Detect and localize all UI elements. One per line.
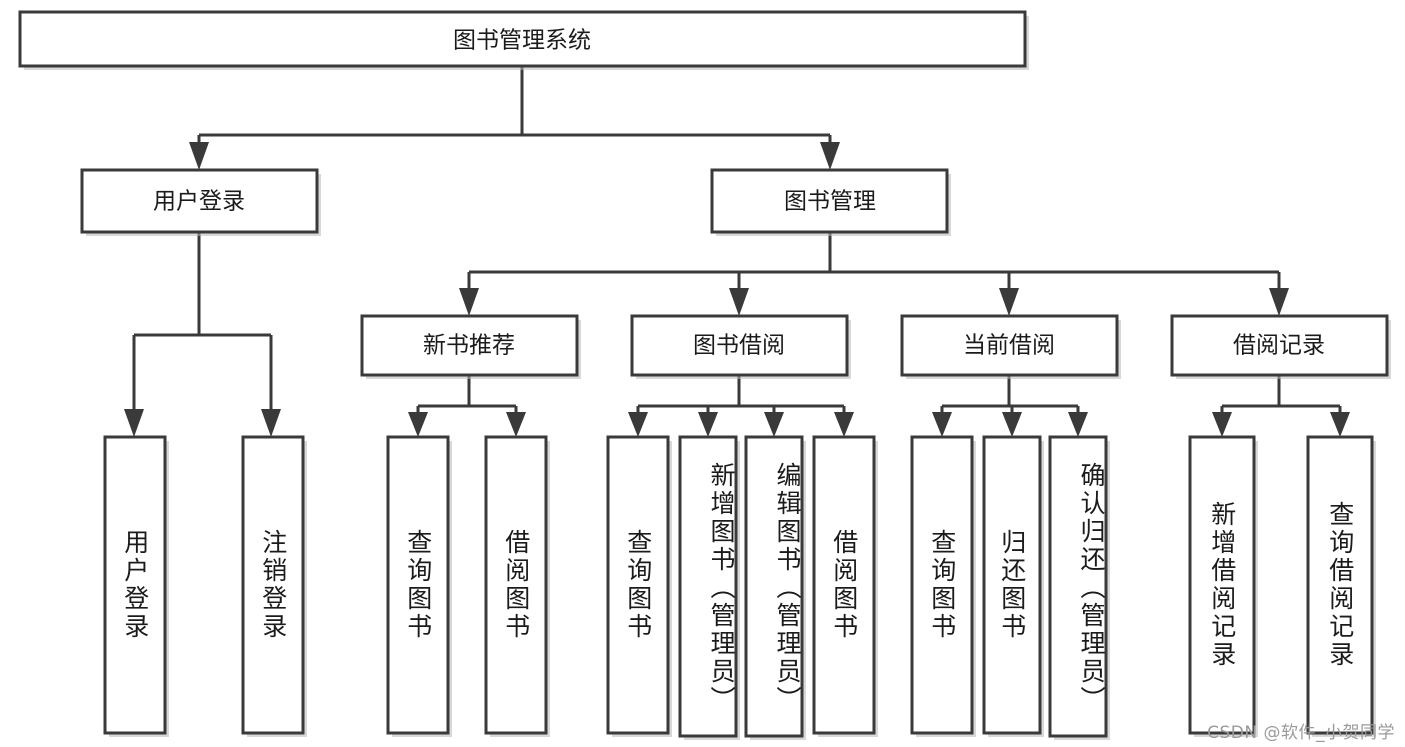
leaf-node-logout[interactable]: [241, 435, 307, 737]
leaf-node-bw-edit-book[interactable]: [744, 435, 806, 740]
node-current-borrow-label: 当前借阅: [963, 333, 1055, 359]
connectors-group: [124, 66, 1350, 437]
leaf-node-rec-query-record[interactable]: [1306, 435, 1376, 737]
arrow-cb-return-book: [1002, 412, 1022, 437]
node-new-book-recommend[interactable]: 新书推荐: [360, 314, 581, 379]
arrow-to-borrow: [729, 288, 749, 316]
node-borrow-records-label: 借阅记录: [1233, 333, 1325, 359]
arrow-rec-add-record: [1212, 412, 1232, 437]
leaf-node-bw-borrow-book[interactable]: [812, 435, 878, 737]
node-borrow-records[interactable]: 借阅记录: [1170, 314, 1391, 379]
csdn-watermark: CSDN @软件_小贺同学: [1207, 723, 1395, 743]
arrow-rec-query-record: [1330, 412, 1350, 437]
arrow-root-to-book-mgmt: [820, 142, 840, 170]
node-user-login[interactable]: 用户登录: [80, 168, 321, 236]
node-book-borrow-label: 图书借阅: [693, 333, 785, 359]
arrow-to-current: [999, 288, 1019, 316]
arrow-bw-query-book: [628, 412, 648, 437]
node-book-management-label: 图书管理: [784, 189, 876, 215]
arrow-nb-borrow-book: [506, 412, 526, 437]
leaf-node-nb-borrow-book[interactable]: [484, 435, 550, 737]
leaf-node-rec-add-record[interactable]: [1188, 435, 1258, 737]
node-book-management[interactable]: 图书管理: [710, 168, 951, 236]
arrow-bw-borrow-book: [834, 412, 854, 437]
arrow-root-to-user-login: [189, 142, 209, 170]
arrow-to-leaf-user-login: [124, 409, 144, 437]
leaf-node-nb-query-book[interactable]: [386, 435, 452, 737]
arrow-cb-confirm-return: [1068, 412, 1088, 437]
leaf-node-cb-query-book[interactable]: [910, 435, 976, 737]
node-book-borrow[interactable]: 图书借阅: [630, 314, 851, 379]
leaf-node-bw-add-book[interactable]: [678, 435, 740, 740]
arrow-bw-add-book: [698, 412, 718, 437]
node-current-borrow[interactable]: 当前借阅: [900, 314, 1121, 379]
arrow-to-records: [1269, 288, 1289, 316]
leaf-node-cb-confirm-return[interactable]: [1048, 435, 1110, 740]
leaf-node-bw-query-book[interactable]: [606, 435, 672, 737]
arrow-to-leaf-logout: [261, 409, 281, 437]
leaf-boxes-group: [103, 435, 1376, 740]
node-user-login-label: 用户登录: [153, 189, 245, 215]
arrow-nb-query-book: [408, 412, 428, 437]
arrow-to-new-books: [459, 288, 479, 316]
node-root-system[interactable]: 图书管理系统: [18, 10, 1029, 70]
arrow-cb-query-book: [932, 412, 952, 437]
node-new-book-recommend-label: 新书推荐: [423, 333, 515, 359]
node-root-system-label: 图书管理系统: [453, 28, 591, 54]
leaf-node-user-login[interactable]: [103, 435, 169, 737]
leaf-node-cb-return-book[interactable]: [982, 435, 1044, 737]
arrow-bw-edit-book: [764, 412, 784, 437]
